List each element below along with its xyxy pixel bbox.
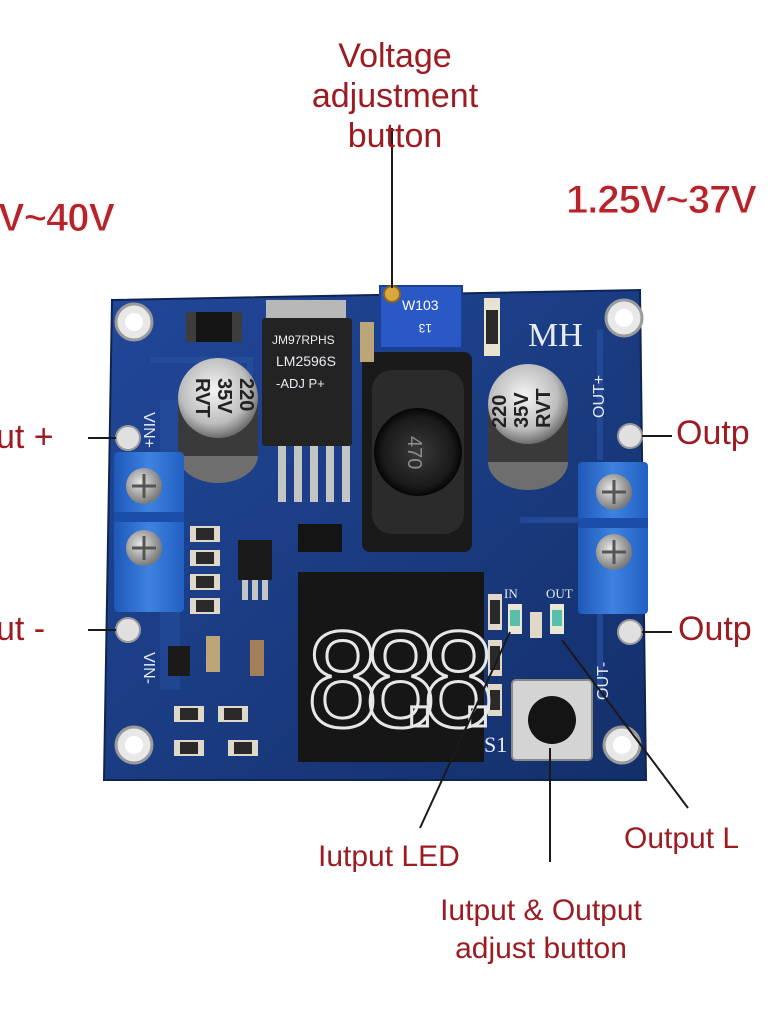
input-range-label: V~40V xyxy=(0,196,116,241)
cap-right-line-2: 35V xyxy=(511,392,533,428)
led-in-label: IN xyxy=(504,586,518,601)
smd-component xyxy=(168,524,542,756)
input-led-label: Iutput LED xyxy=(318,840,460,873)
schottky-diode xyxy=(186,312,242,342)
input-terminal-block[interactable] xyxy=(114,452,184,612)
capacitor-left: 220 35V RVT xyxy=(178,358,258,483)
out-plus-label: OUT+ xyxy=(591,375,608,418)
output-minus-label: Outp xyxy=(678,610,752,648)
cap-right-line-3: RVT xyxy=(533,388,555,428)
voltage-adjust-potentiometer[interactable]: W103 13 xyxy=(379,285,463,349)
switch-label: S1 xyxy=(484,732,507,757)
chip-line-1: JM97RPHS xyxy=(272,333,335,347)
pot-sub: 13 xyxy=(418,321,432,335)
capacitor-right: 220 35V RVT xyxy=(488,364,568,490)
output-terminal-block[interactable] xyxy=(578,462,648,614)
brass-screw-icon[interactable] xyxy=(383,285,401,303)
cap-left-line-2: 35V xyxy=(213,378,235,414)
cap-right-line-1: 220 xyxy=(489,395,511,428)
tactile-switch[interactable] xyxy=(511,679,593,761)
output-led xyxy=(550,604,564,634)
push-button-icon[interactable] xyxy=(528,696,576,744)
input-plus-label: ut + xyxy=(0,418,54,456)
regulator-chip: JM97RPHS LM2596S -ADJ P+ xyxy=(262,300,352,502)
cap-left-line-1: 220 xyxy=(235,378,257,411)
output-range-label: 1.25V~37V xyxy=(565,178,757,223)
output-plus-label: Outp xyxy=(676,414,750,452)
display-digits: 8. xyxy=(304,608,458,757)
voltage-adjust-label: Voltage adjustment button xyxy=(311,37,479,155)
output-led-label: Output L xyxy=(624,822,740,855)
smd-component xyxy=(360,298,500,362)
mounting-hole xyxy=(114,298,644,765)
chip-line-2: LM2596S xyxy=(276,353,336,369)
vin-plus-label: VIN+ xyxy=(140,412,157,448)
input-minus-label: ut - xyxy=(0,610,46,648)
brand-mark: MH xyxy=(528,317,583,354)
display-digits: 8. xyxy=(362,608,516,757)
adjust-button-label: Iutput & Output adjust button xyxy=(440,894,642,965)
pot-label: W103 xyxy=(402,297,439,313)
vin-minus-label: VIN- xyxy=(140,652,157,684)
callout-lines xyxy=(88,128,689,862)
led-out-label: OUT xyxy=(546,586,573,601)
cap-left-line-3: RVT xyxy=(191,378,213,418)
chip-line-3: -ADJ P+ xyxy=(276,376,325,391)
inductor-coil: 470 xyxy=(362,352,472,552)
seven-segment-display: 8. 8. 8. xyxy=(298,572,576,762)
input-led xyxy=(508,604,522,634)
inductor-label: 470 xyxy=(403,436,425,469)
